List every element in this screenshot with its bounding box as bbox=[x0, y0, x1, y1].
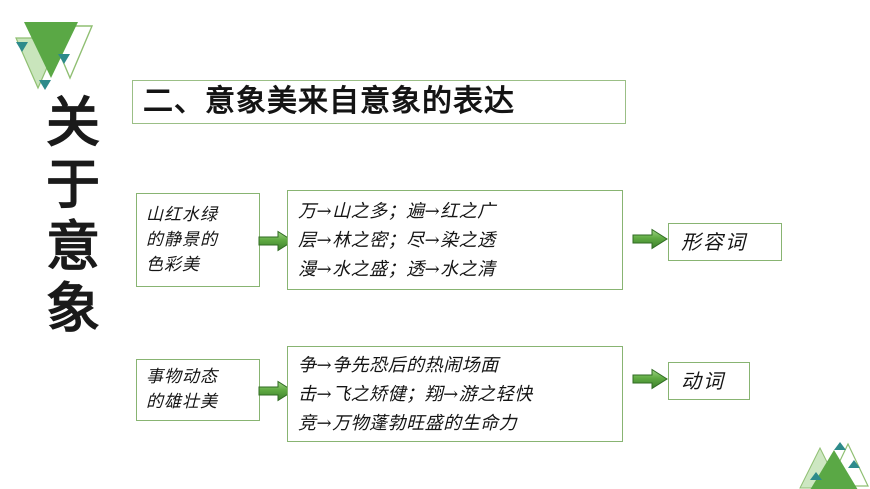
heading-box: 二、意象美来自意象的表达 bbox=[132, 80, 626, 124]
flow-node-source-1[interactable]: 山红水绿 的静景的 色彩美 bbox=[136, 193, 260, 287]
node-line: 漫→水之盛；透→水之清 bbox=[298, 258, 496, 280]
node-line: 山红水绿 bbox=[146, 204, 218, 225]
downward-triangles-cluster-icon bbox=[8, 16, 94, 100]
node-line: 层→林之密；尽→染之透 bbox=[298, 229, 496, 251]
flow-node-result-1[interactable]: 形容词 bbox=[668, 223, 782, 261]
node-line: 争→争先恐后的热闹场面 bbox=[298, 354, 499, 376]
node-line: 的静景的 bbox=[146, 229, 218, 250]
node-line: 动词 bbox=[681, 369, 725, 393]
node-line: 竞→万物蓬勃旺盛的生命力 bbox=[298, 412, 518, 434]
flow-node-result-2[interactable]: 动词 bbox=[668, 362, 750, 400]
flow-node-source-2[interactable]: 事物动态 的雄壮美 bbox=[136, 359, 260, 421]
node-line: 事物动态 bbox=[146, 367, 218, 387]
right-block-arrow-icon bbox=[632, 228, 668, 250]
sidebar-vertical-title: 关 于 意 象 bbox=[46, 93, 100, 339]
upward-triangles-cluster-icon bbox=[796, 440, 870, 489]
right-block-arrow-icon bbox=[258, 230, 294, 252]
right-block-arrow-icon bbox=[632, 368, 668, 390]
node-line: 的雄壮美 bbox=[146, 392, 218, 412]
flow-node-detail-1[interactable]: 万→山之多；遍→红之广 层→林之密；尽→染之透 漫→水之盛；透→水之清 bbox=[287, 190, 623, 290]
node-line: 击→飞之矫健；翔→游之轻快 bbox=[298, 383, 533, 405]
node-line: 形容词 bbox=[681, 230, 747, 254]
node-line: 色彩美 bbox=[146, 254, 200, 275]
node-line: 万→山之多；遍→红之广 bbox=[298, 200, 496, 222]
page-title: 二、意象美来自意象的表达 bbox=[143, 85, 515, 118]
right-block-arrow-icon bbox=[258, 380, 294, 402]
flow-node-detail-2[interactable]: 争→争先恐后的热闹场面 击→飞之矫健；翔→游之轻快 竞→万物蓬勃旺盛的生命力 bbox=[287, 346, 623, 442]
